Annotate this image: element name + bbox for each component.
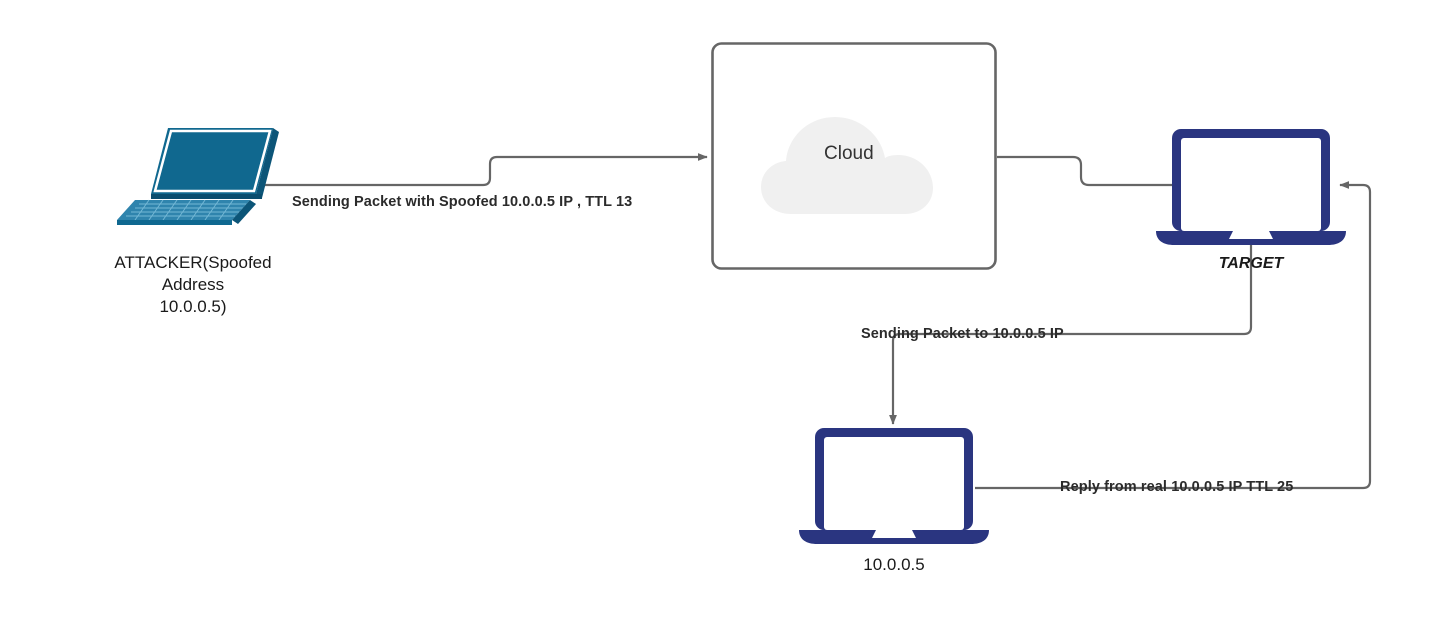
attacker-label: ATTACKER(Spoofed Address 10.0.0.5) (114, 253, 272, 316)
wire-label-attacker-to-cloud: Sending Packet with Spoofed 10.0.0.5 IP … (292, 194, 633, 210)
wire-victim-to-target (975, 181, 1372, 490)
wire-label-victim-to-target: Reply from real 10.0.0.5 IP TTL 25 (1060, 479, 1294, 495)
cloud-label: Cloud (824, 143, 874, 164)
laptop-icon-target (1152, 127, 1350, 246)
target-label: TARGET (1218, 255, 1284, 272)
wire-attacker-to-cloud (263, 153, 708, 187)
cloud-container (711, 42, 997, 270)
victim-label: 10.0.0.5 (863, 555, 925, 574)
wire-cloud-to-target (997, 155, 1172, 187)
laptop-icon-victim (795, 426, 993, 545)
wire-target-to-victim (889, 245, 1253, 425)
wire-label-target-to-victim: Sending Packet to 10.0.0.5 IP (861, 326, 1064, 342)
laptop-isometric-icon (113, 122, 280, 226)
